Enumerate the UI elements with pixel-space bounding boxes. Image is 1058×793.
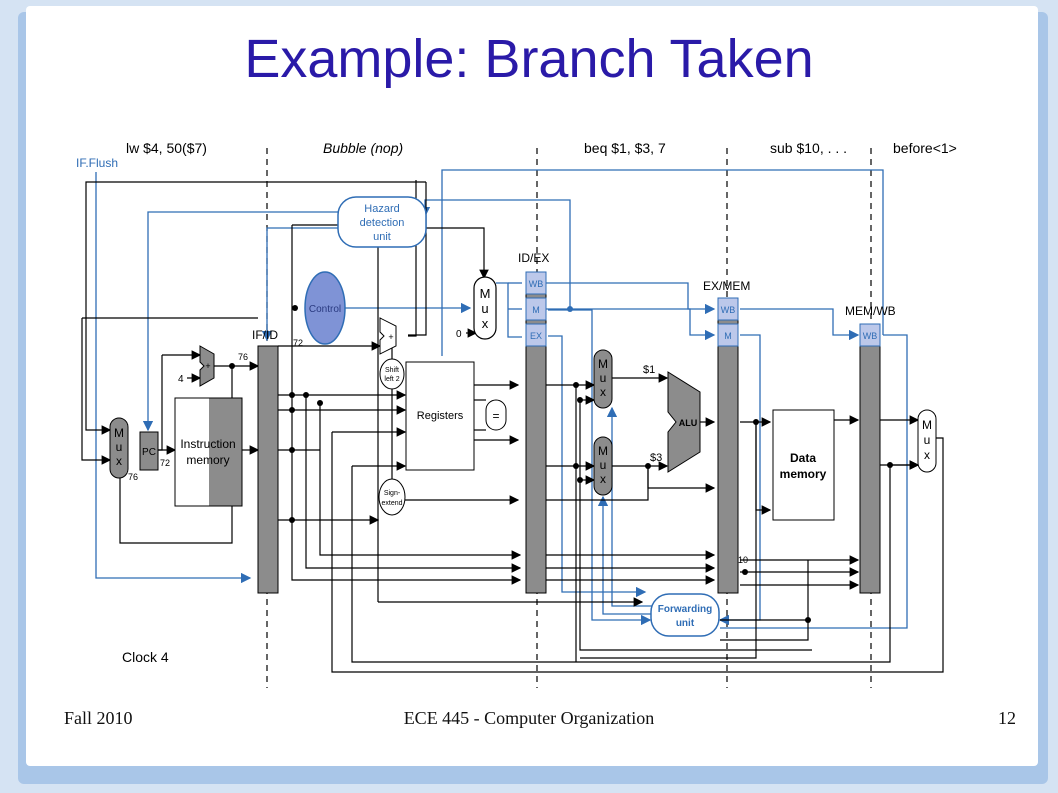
svg-text:EX: EX	[530, 331, 542, 341]
svg-text:M: M	[724, 331, 732, 341]
svg-text:WB: WB	[721, 305, 736, 315]
if-id-register	[257, 345, 279, 594]
shift-left-2: Shift left 2	[379, 358, 405, 390]
svg-text:M: M	[922, 418, 932, 432]
if-flush-label: IF.Flush	[76, 156, 118, 170]
svg-text:Hazard: Hazard	[364, 203, 399, 215]
svg-text:memory: memory	[186, 453, 229, 467]
svg-text:ALU: ALU	[679, 418, 698, 428]
footer-date: Fall 2010	[64, 708, 133, 728]
datapath-diagram: lw $4, 50($7) Bubble (nop) beq $1, $3, 7…	[76, 140, 957, 688]
stage-label-if: lw $4, 50($7)	[126, 140, 207, 156]
pc-adder	[199, 345, 215, 387]
value-ten: 10	[738, 555, 748, 565]
svg-text:M: M	[480, 286, 491, 301]
svg-text:Forwarding: Forwarding	[658, 604, 712, 615]
footer-course: ECE 445 - Computer Organization	[403, 708, 655, 728]
svg-text:PC: PC	[142, 447, 156, 458]
footer-page-number: 12	[998, 708, 1016, 728]
data-memory: Data memory	[772, 409, 835, 521]
instruction-memory: Instruction memory	[174, 397, 243, 507]
svg-text:detection: detection	[360, 217, 405, 229]
svg-text:Instruction: Instruction	[180, 437, 235, 451]
svg-text:u: u	[600, 458, 607, 472]
value-72-top: 72	[293, 338, 303, 348]
svg-text:Data: Data	[790, 451, 816, 465]
id-ex-label: ID/EX	[518, 251, 549, 265]
id-ex-register: WB M EX	[525, 271, 547, 594]
value-four: 4	[178, 374, 184, 385]
svg-text:Shift: Shift	[385, 367, 399, 374]
writeback-mux: M u x	[917, 409, 937, 473]
svg-text:memory: memory	[780, 467, 827, 481]
svg-text:u: u	[600, 371, 607, 385]
svg-text:unit: unit	[373, 231, 391, 243]
svg-text:Registers: Registers	[417, 410, 464, 422]
ex-mem-register: WB M	[717, 297, 739, 594]
svg-text:u: u	[481, 301, 488, 316]
alu: ALU	[667, 371, 701, 473]
svg-text:left 2: left 2	[384, 376, 399, 383]
mem-wb-register: WB	[859, 323, 881, 594]
reg-three-label: $3	[650, 452, 662, 464]
clock-label: Clock 4	[122, 649, 169, 665]
value-76-top: 76	[238, 352, 248, 362]
svg-text:Control: Control	[309, 304, 341, 315]
value-zero: 0	[456, 329, 462, 340]
pc-mux: M u x	[109, 417, 129, 479]
alu-mux-bottom: M u x	[593, 436, 613, 496]
value-72-pc: 72	[160, 458, 170, 468]
stage-label-mem: sub $10, . . .	[770, 140, 847, 156]
value-76-pc: 76	[128, 472, 138, 482]
reg-one-label: $1	[643, 364, 655, 376]
svg-text:x: x	[600, 385, 606, 399]
svg-text:u: u	[924, 433, 931, 447]
mem-wb-label: MEM/WB	[845, 304, 896, 318]
pc-adder-plus: +	[205, 361, 210, 371]
pc-register: PC	[139, 431, 159, 471]
if-id-label: IF/ID	[252, 328, 278, 342]
svg-text:M: M	[532, 305, 540, 315]
ex-mem-label: EX/MEM	[703, 279, 750, 293]
svg-text:WB: WB	[529, 279, 544, 289]
equals-comparator: =	[485, 399, 507, 431]
svg-text:M: M	[598, 357, 608, 371]
svg-text:extend: extend	[381, 500, 402, 507]
hazard-detection-unit: Hazard detection unit	[337, 196, 427, 248]
svg-text:=: =	[492, 409, 499, 423]
svg-text:unit: unit	[676, 618, 695, 629]
alu-mux-top: M u x	[593, 349, 613, 409]
svg-text:u: u	[116, 440, 123, 454]
stage-label-id: Bubble (nop)	[323, 140, 403, 156]
stage-label-ex: beq $1, $3, 7	[584, 140, 666, 156]
branch-adder	[379, 317, 397, 355]
svg-text:M: M	[598, 444, 608, 458]
control-mux: M u x	[473, 276, 497, 340]
svg-text:x: x	[600, 472, 606, 486]
svg-text:WB: WB	[863, 331, 878, 341]
control-unit: Control	[304, 271, 346, 345]
stage-label-wb: before<1>	[893, 140, 957, 156]
svg-text:x: x	[924, 448, 930, 462]
slide-title: Example: Branch Taken	[244, 29, 814, 89]
svg-text:x: x	[482, 316, 489, 331]
forwarding-unit: Forwarding unit	[650, 593, 720, 637]
svg-text:M: M	[114, 426, 124, 440]
branch-adder-plus: +	[388, 332, 393, 342]
register-file: Registers	[405, 361, 475, 471]
data-wires	[81, 180, 944, 673]
svg-text:Sign-: Sign-	[384, 490, 401, 497]
junction-dots	[229, 363, 893, 623]
sign-extend: Sign- extend	[378, 478, 406, 516]
svg-text:x: x	[116, 454, 122, 468]
